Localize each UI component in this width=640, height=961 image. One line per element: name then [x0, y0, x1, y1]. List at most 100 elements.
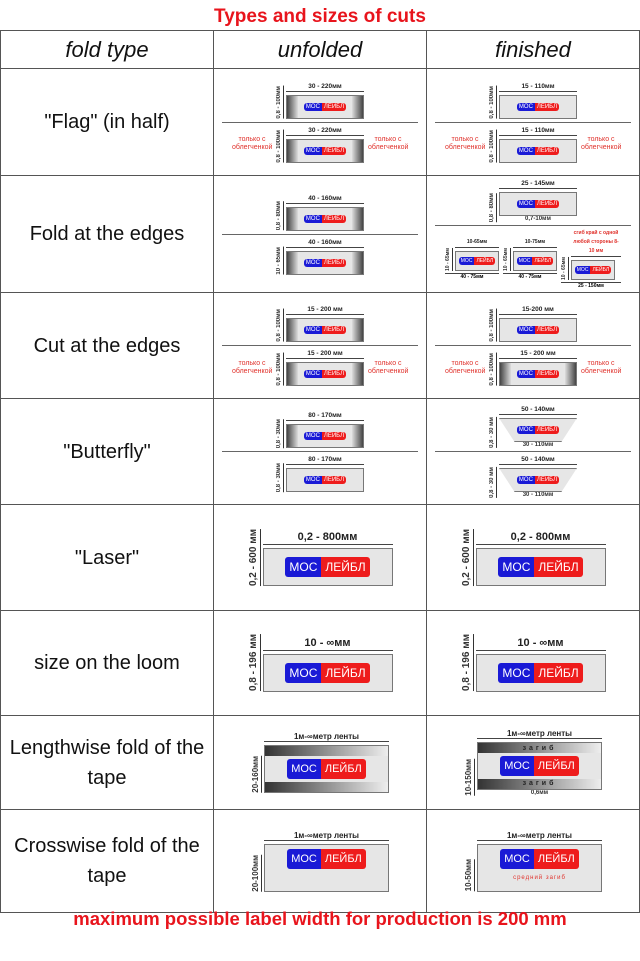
bottom-dimension: 25 - 150мм — [561, 282, 621, 289]
logo-red: ЛЕЙБЛ — [321, 146, 347, 155]
logo-blue: МОС — [500, 756, 534, 776]
logo-blue: МОС — [303, 146, 322, 155]
width-dimension: 10 - ∞мм — [262, 636, 393, 651]
logo-blue: МОС — [516, 146, 535, 155]
height-dimension: 0,8 - 100мм — [276, 353, 284, 386]
lightweight-note: только с облегченкой — [445, 136, 486, 151]
height-dimension: 0,8 - 80мм — [489, 192, 497, 222]
logo-blue: МОС — [285, 662, 322, 683]
logo-red: ЛЕЙБЛ — [321, 432, 347, 440]
logo-red: ЛЕЙБЛ — [321, 326, 347, 334]
logo-red: ЛЕЙБЛ — [590, 266, 612, 274]
logo-red: ЛЕЙБЛ — [533, 848, 579, 869]
logo-red: ЛЕЙБЛ — [534, 200, 560, 208]
logo-red: ЛЕЙБЛ — [321, 557, 370, 578]
height-dimension: 0,8 - 100мм — [276, 309, 284, 342]
logo-red: ЛЕЙБЛ — [321, 214, 347, 223]
folded-end — [287, 207, 298, 230]
width-dimension: 10-65мм — [455, 238, 499, 248]
lightweight-note: только с облегченкой — [581, 359, 622, 375]
width-dimension: 0,2 - 800мм — [262, 530, 393, 546]
fold-type-label: "Flag" (in half) — [0, 68, 214, 176]
height-dimension: 0,2 - 600 мм — [247, 528, 261, 587]
logo-blue: МОС — [516, 326, 535, 334]
logo-blue: МОС — [516, 102, 535, 111]
logo-blue: МОС — [287, 848, 321, 869]
folded-end — [287, 319, 298, 341]
fold-band: загиб — [478, 778, 601, 789]
height-dimension: 10-50мм — [464, 859, 475, 892]
extra-dimension: 30 - 110мм — [522, 442, 554, 448]
logo-red: ЛЕЙБЛ — [321, 258, 347, 267]
logo-red: ЛЕЙБЛ — [532, 257, 554, 265]
middle-fold-label: средний загиб — [513, 874, 566, 881]
lightweight-note: только с облегченкой — [581, 136, 622, 151]
logo-blue: МОС — [303, 258, 322, 267]
logo-blue: МОС — [303, 370, 322, 378]
height-dimension: 20-160мм — [251, 756, 262, 793]
footer-note: maximum possible label width for product… — [73, 908, 567, 929]
folded-end — [352, 207, 363, 230]
logo-red: ЛЕЙБЛ — [321, 370, 347, 378]
folded-end — [287, 95, 298, 118]
logo-red: ЛЕЙБЛ — [534, 662, 583, 683]
logo-blue: МОС — [303, 476, 322, 484]
height-dimension: 0,8 - 100мм — [276, 129, 284, 163]
width-dimension: 30 - 220мм — [286, 126, 364, 136]
folded-end — [565, 363, 576, 385]
height-dimension: 0,8 - 100мм — [489, 309, 497, 342]
bottom-dimension: 40 - 75мм — [503, 273, 557, 280]
fold-type-label: Fold at the edges — [0, 175, 214, 293]
fold-band: загиб — [478, 743, 601, 754]
folded-end — [352, 251, 363, 274]
logo-blue: МОС — [516, 426, 535, 434]
